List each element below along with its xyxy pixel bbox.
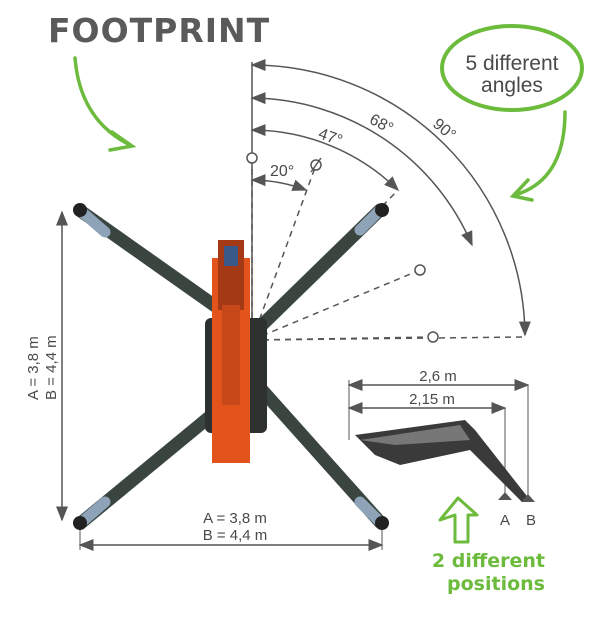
horizontal-dim-b: B = 4,4 m — [203, 527, 268, 544]
side-dim-outer: 2,6 m — [419, 368, 457, 385]
positions-line1: 2 different — [432, 550, 545, 572]
green-arrow-right-icon — [509, 110, 567, 202]
angles-bubble: 5 different angles — [440, 24, 584, 112]
crane-body — [205, 240, 267, 463]
angle-90: 90° — [429, 116, 458, 145]
bubble-line2: angles — [481, 74, 543, 97]
green-arrow-left-icon — [73, 56, 137, 152]
side-dim-inner: 2,15 m — [409, 391, 455, 408]
angle-68: 68° — [366, 111, 395, 137]
outrigger-side-view: 2,6 m 2,15 m A B — [347, 368, 536, 529]
angle-20: 20° — [270, 163, 294, 180]
vertical-dim-b: B = 4,4 m — [43, 335, 60, 400]
horizontal-dim-a: A = 3,8 m — [203, 510, 267, 527]
position-b-label: B — [526, 512, 536, 529]
vertical-dim-a: A = 3,8 m — [25, 336, 42, 400]
angle-47: 47° — [316, 125, 345, 149]
position-a-label: A — [500, 512, 510, 529]
positions-line2: positions — [447, 573, 545, 595]
angle-guides — [246, 59, 531, 343]
page-title: FOOTPRINT — [48, 11, 270, 50]
bubble-line1: 5 different — [465, 52, 558, 75]
green-up-arrow-icon — [438, 496, 479, 544]
